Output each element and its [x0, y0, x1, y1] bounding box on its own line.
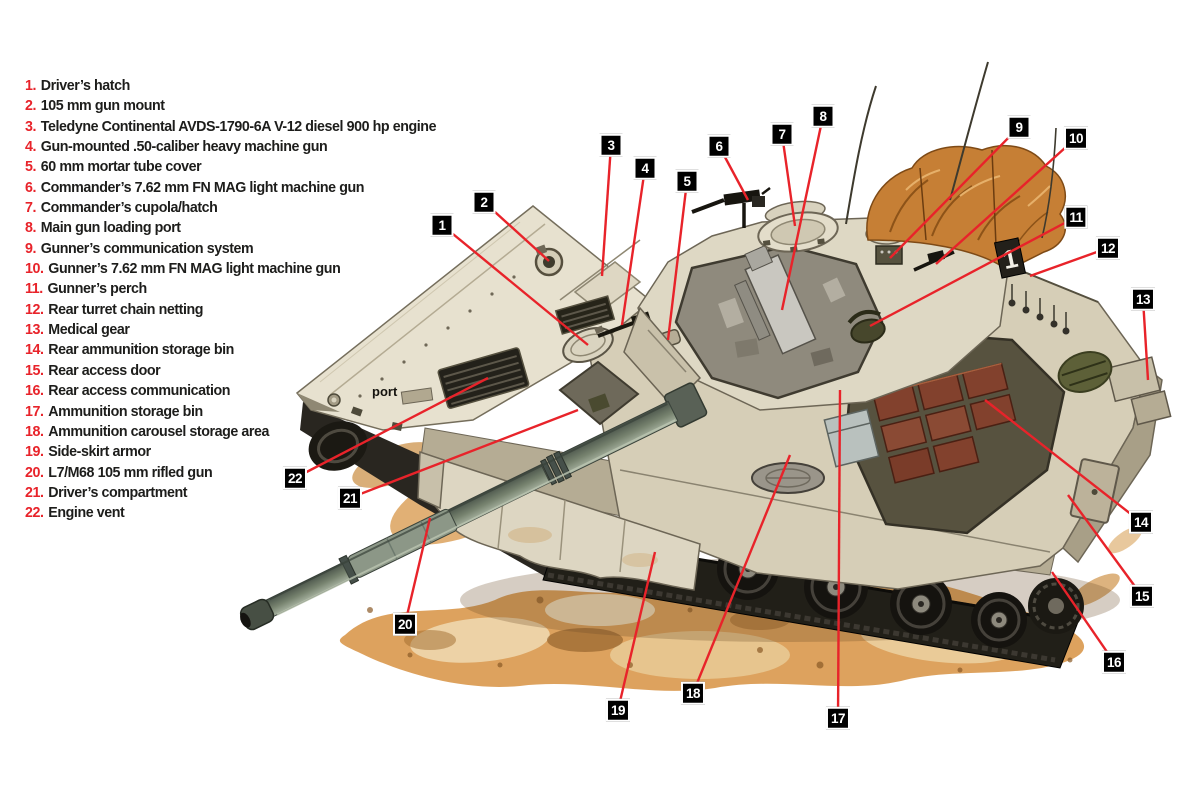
callout-box-7: 7 — [770, 122, 794, 146]
legend-item-label: Driver’s hatch — [40, 77, 130, 94]
legend-item-label: Medical gear — [48, 321, 130, 339]
commander-machine-gun — [691, 187, 771, 228]
callout-box-15: 15 — [1129, 584, 1155, 608]
legend-item-label: Commander’s 7.62 mm FN MAG light machine… — [40, 178, 365, 196]
legend-item: 1.Driver’s hatch — [25, 76, 436, 96]
legend-item: 18.Ammunition carousel storage area — [25, 422, 436, 442]
legend-item-label: Gunner’s perch — [47, 280, 148, 298]
legend-item-label: Driver’s compartment — [48, 483, 188, 501]
callout-box-20: 20 — [392, 612, 418, 636]
legend-item-number: 3. — [25, 117, 37, 135]
callout-box-6: 6 — [707, 134, 731, 158]
legend-item-number: 13. — [25, 321, 44, 339]
legend-item: 17.Ammunition storage bin — [25, 402, 436, 422]
legend-item-label: Gun-mounted .50-caliber heavy machine gu… — [40, 138, 328, 156]
callout-box-8: 8 — [811, 104, 835, 128]
legend-item: 8.Main gun loading port — [25, 218, 436, 238]
legend-item: 13.Medical gear — [25, 320, 436, 340]
driver-compartment-opening — [558, 360, 640, 426]
legend-item-label: Side-skirt armor — [48, 443, 151, 461]
legend-item-number: 2. — [25, 97, 37, 115]
legend-item-label: Rear turret chain netting — [48, 300, 204, 318]
interior-equipment — [822, 277, 846, 303]
legend-item: 11.Gunner’s perch — [25, 279, 436, 299]
callout-box-11: 11 — [1064, 205, 1088, 229]
callout-box-19: 19 — [605, 698, 631, 722]
interior-equipment — [718, 297, 744, 329]
legend-item-number: 8. — [25, 219, 37, 237]
callout-box-18: 18 — [680, 681, 706, 705]
callout-box-10: 10 — [1063, 126, 1089, 150]
legend-item-number: 22. — [25, 504, 44, 522]
legend-item: 2.105 mm gun mount — [25, 96, 436, 116]
callout-box-4: 4 — [633, 156, 657, 180]
callout-box-17: 17 — [825, 706, 851, 730]
legend-item: 5.60 mm mortar tube cover — [25, 157, 436, 177]
legend-item: 19.Side-skirt armor — [25, 442, 436, 462]
legend-item-label: L7/M68 105 mm rifled gun — [48, 463, 213, 481]
legend-item-number: 21. — [25, 483, 44, 501]
interior-equipment — [810, 347, 834, 367]
legend-item-label: Gunner’s 7.62 mm FN MAG light machine gu… — [48, 260, 341, 278]
callout-box-13: 13 — [1130, 287, 1156, 311]
legend-item-number: 4. — [25, 138, 37, 156]
legend-item-label: 105 mm gun mount — [40, 97, 165, 115]
legend-item: 15.Rear access door — [25, 361, 436, 381]
legend-item: 6.Commander’s 7.62 mm FN MAG light machi… — [25, 178, 436, 198]
legend-item: 10.Gunner’s 7.62 mm FN MAG light machine… — [25, 259, 436, 279]
legend-item-number: 10. — [25, 260, 44, 278]
legend-item-number: 17. — [25, 402, 44, 420]
legend-item: 3.Teledyne Continental AVDS-1790-6A V-12… — [25, 117, 437, 137]
gun-breech — [734, 244, 817, 355]
medical-gear-pack — [1057, 351, 1113, 393]
legend-item-number: 12. — [25, 300, 44, 318]
legend-item-number: 7. — [25, 199, 37, 217]
legend-item-number: 6. — [25, 178, 37, 196]
legend-item-number: 20. — [25, 463, 44, 481]
legend-item: 7.Commander’s cupola/hatch — [25, 198, 436, 218]
callout-box-16: 16 — [1101, 650, 1127, 674]
legend-item: 22.Engine vent — [25, 503, 436, 523]
legend-item-number: 9. — [25, 239, 37, 257]
legend-item-number: 16. — [25, 382, 44, 400]
callout-box-3: 3 — [599, 133, 623, 157]
legend-item-label: Rear ammunition storage bin — [48, 341, 234, 359]
callout-box-5: 5 — [675, 169, 699, 193]
legend-item-label: Rear access communication — [48, 382, 231, 400]
callout-box-12: 12 — [1095, 236, 1121, 260]
legend-item-label: Teledyne Continental AVDS-1790-6A V-12 d… — [40, 117, 437, 135]
legend-item: 16.Rear access communication — [25, 381, 436, 401]
legend-item: 4.Gun-mounted .50-caliber heavy machine … — [25, 137, 436, 157]
legend-item: 14.Rear ammunition storage bin — [25, 340, 436, 360]
legend-item-label: Rear access door — [48, 361, 161, 379]
legend-item: 20.L7/M68 105 mm rifled gun — [25, 463, 436, 483]
interior-equipment — [734, 338, 760, 358]
legend-item-number: 1. — [25, 77, 37, 94]
legend-item-number: 5. — [25, 158, 37, 176]
legend-item-number: 15. — [25, 361, 44, 379]
legend-item: 12.Rear turret chain netting — [25, 300, 436, 320]
legend-item-number: 14. — [25, 341, 44, 359]
legend-item-number: 18. — [25, 422, 44, 440]
legend-item-label: Main gun loading port — [40, 219, 181, 237]
legend-item-label: Ammunition storage bin — [48, 402, 203, 420]
legend-item-label: Ammunition carousel storage area — [48, 422, 270, 440]
legend-item-number: 11. — [25, 280, 43, 298]
legend-item-label: Engine vent — [48, 504, 125, 522]
legend-item-label: Commander’s cupola/hatch — [40, 199, 218, 217]
legend-item-label: 60 mm mortar tube cover — [40, 158, 202, 176]
callout-box-9: 9 — [1007, 115, 1031, 139]
legend-item: 21.Driver’s compartment — [25, 483, 436, 503]
legend-item-number: 19. — [25, 443, 44, 461]
ammo-carousel — [751, 462, 825, 494]
legend-item-label: Gunner’s communication system — [40, 239, 254, 257]
drive-sprocket — [1028, 578, 1084, 634]
callout-box-14: 14 — [1128, 510, 1154, 534]
gunner-radio-set — [875, 245, 903, 265]
legend-item: 9.Gunner’s communication system — [25, 239, 436, 259]
callout-box-2: 2 — [472, 190, 496, 214]
